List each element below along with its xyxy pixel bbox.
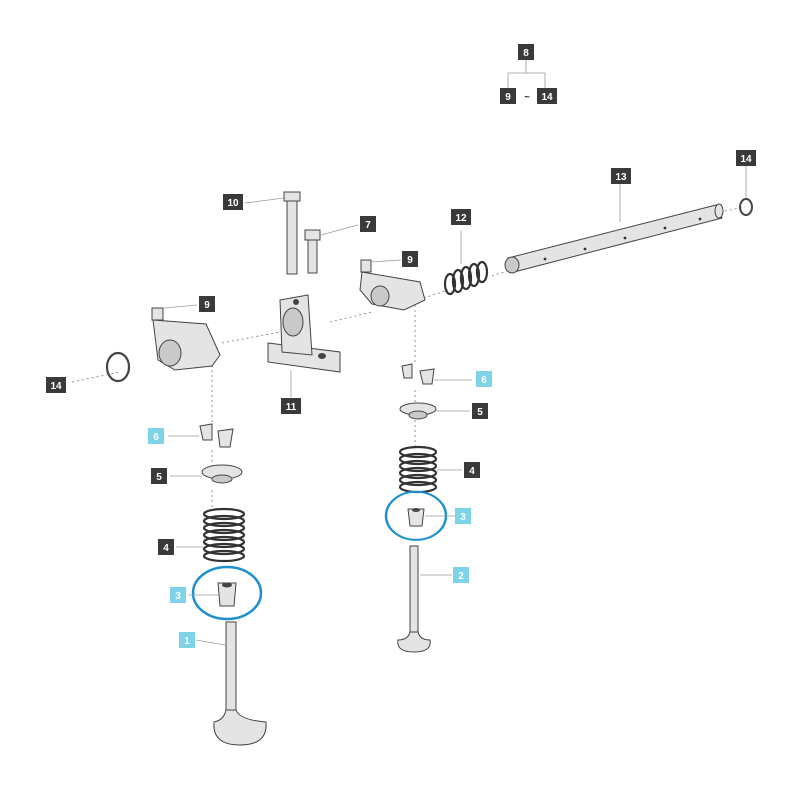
svg-text:2: 2 (458, 571, 464, 582)
valve-stem-seal-left (217, 582, 237, 607)
svg-text:7: 7 (365, 220, 371, 231)
label-14-right: 14 (736, 150, 756, 166)
svg-text:14: 14 (740, 154, 752, 165)
label-9-left: 9 (199, 296, 215, 312)
svg-text:4: 4 (163, 543, 169, 554)
valve-keepers-left (199, 423, 234, 448)
label-3-right: 3 (455, 508, 471, 524)
svg-text:1: 1 (184, 636, 190, 647)
svg-text:9: 9 (204, 300, 210, 311)
svg-text:9: 9 (505, 92, 511, 103)
svg-text:3: 3 (460, 512, 466, 523)
svg-text:12: 12 (455, 213, 467, 224)
label-5-right: 5 (472, 403, 488, 419)
label-1: 1 (179, 632, 195, 648)
label-4-left: 4 (158, 539, 174, 555)
label-7: 7 (360, 216, 376, 232)
svg-text:14: 14 (541, 92, 553, 103)
label-9-right: 9 (402, 251, 418, 267)
svg-text:6: 6 (481, 375, 487, 386)
valve-right (397, 545, 431, 653)
rocker-shaft (504, 203, 724, 274)
retaining-ring-right (739, 198, 753, 216)
label-10: 10 (223, 194, 243, 210)
range-separator: ~ (524, 92, 530, 103)
svg-text:10: 10 (227, 198, 239, 209)
svg-text:5: 5 (156, 472, 162, 483)
valve-spring-left (202, 507, 246, 563)
group-label-8: 8 9 ~ 14 (500, 44, 557, 104)
svg-text:6: 6 (153, 432, 159, 443)
label-14-left: 14 (46, 377, 66, 393)
label-4-right: 4 (464, 462, 480, 478)
spring-retainer-left (201, 464, 243, 484)
label-6-left: 6 (148, 428, 164, 444)
svg-text:14: 14 (50, 381, 62, 392)
valve-keepers-right (401, 363, 435, 385)
shaft-spring (443, 260, 489, 296)
rocker-arm-right (359, 259, 426, 311)
svg-text:5: 5 (477, 407, 483, 418)
label-13: 13 (611, 168, 631, 184)
label-3-left: 3 (170, 587, 186, 603)
svg-text:4: 4 (469, 466, 475, 477)
svg-text:3: 3 (175, 591, 181, 602)
highlight-circle-left (191, 565, 263, 621)
label-12: 12 (451, 209, 471, 225)
long-bolt (283, 191, 301, 275)
valve-stem-seal-right (407, 508, 425, 527)
rocker-bracket (267, 294, 341, 373)
rocker-arm-left (151, 307, 221, 371)
valve-spring-right (398, 445, 438, 494)
label-6-right: 6 (476, 371, 492, 387)
spring-retainer-right (399, 402, 437, 420)
svg-text:9: 9 (407, 255, 413, 266)
label-11: 11 (281, 398, 301, 414)
short-bolt (304, 229, 321, 274)
svg-text:11: 11 (286, 402, 297, 413)
svg-text:8: 8 (523, 48, 529, 59)
retaining-ring-left (105, 351, 131, 383)
valve-left (213, 621, 267, 746)
svg-text:13: 13 (615, 172, 627, 183)
label-2: 2 (453, 567, 469, 583)
label-5-left: 5 (151, 468, 167, 484)
